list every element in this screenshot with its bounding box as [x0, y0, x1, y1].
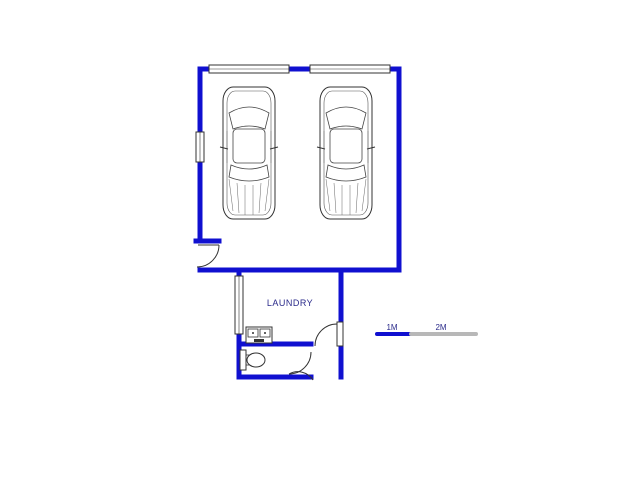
toilet [239, 349, 266, 371]
wc-door-swing [288, 351, 312, 375]
garage-side-door-swing [196, 244, 220, 268]
scale-bar-tick-2m: 2M [435, 323, 446, 332]
laundry-door-swing [314, 323, 338, 347]
room-label-laundry: LAUNDRY [267, 298, 313, 308]
scale-bar: 1M 2M [375, 323, 478, 336]
wc-door-swing-lower [288, 371, 314, 381]
scale-bar-tick-1m: 1M [386, 323, 397, 332]
car-right [316, 86, 376, 220]
car-left [219, 86, 279, 220]
laundry-door-jamb [336, 321, 344, 347]
double-sink [245, 326, 273, 344]
